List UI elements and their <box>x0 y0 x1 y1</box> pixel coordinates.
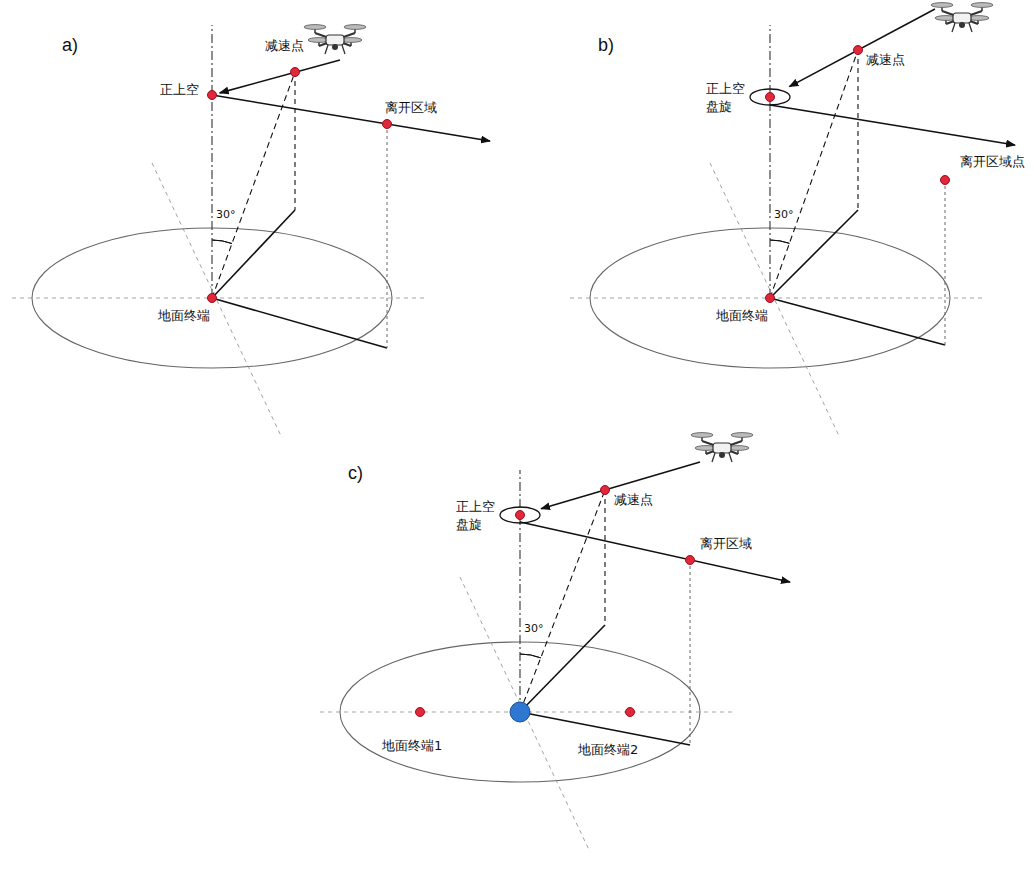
terminal-dot <box>510 702 530 722</box>
terminal-dot <box>208 294 217 303</box>
axis-line <box>710 163 840 438</box>
waypoint-dot <box>686 556 695 565</box>
sight-line <box>770 50 858 298</box>
angle-arc <box>520 654 541 658</box>
angle-label: 30° <box>216 208 236 222</box>
point-label: 正上空 盘旋 <box>456 498 496 533</box>
point-label: 离开区域 <box>385 100 437 117</box>
waypoint-dot <box>854 46 863 55</box>
drop-line <box>857 50 858 210</box>
angle-label: 30° <box>524 622 544 636</box>
ground-projection <box>520 625 605 712</box>
waypoint-dot <box>941 176 950 185</box>
vertical-axis <box>211 25 212 298</box>
hover-loop <box>500 507 540 523</box>
axis-line <box>570 298 985 299</box>
scenario-panel <box>570 3 1015 438</box>
drop-line <box>294 72 295 210</box>
point-label: 减速点 <box>265 38 304 55</box>
scenario-panel <box>12 25 490 438</box>
waypoint-dot <box>766 93 775 102</box>
ground-projection <box>770 210 858 298</box>
panel-tag: a) <box>62 34 78 57</box>
flight-path <box>212 95 490 141</box>
terminal-label: 地面终端2 <box>578 742 638 759</box>
drop-line <box>690 560 691 745</box>
point-label: 离开区域点 <box>960 154 1025 171</box>
flight-path <box>220 60 340 93</box>
panel-tag: b) <box>598 34 614 57</box>
waypoint-dot <box>291 68 300 77</box>
ground-projection <box>212 210 295 298</box>
drop-line <box>387 124 388 348</box>
drone-icon <box>691 433 753 462</box>
terminal-dot <box>766 294 775 303</box>
ground-projection <box>520 712 690 745</box>
angle-arc <box>770 240 789 243</box>
angle-label: 30° <box>774 208 794 222</box>
terminal-dot <box>416 708 425 717</box>
flight-path <box>520 522 790 582</box>
point-label: 离开区域 <box>700 536 752 553</box>
flight-path <box>789 9 935 87</box>
flight-path <box>770 105 1015 145</box>
angle-arc <box>212 240 232 244</box>
waypoint-dot <box>601 486 610 495</box>
drone-icon <box>931 3 993 32</box>
axis-line <box>460 577 590 852</box>
waypoint-dot <box>208 91 217 100</box>
drone-icon <box>304 25 366 54</box>
terminal-label: 地面终端1 <box>382 738 442 755</box>
axis-line <box>12 298 427 299</box>
waypoint-dot <box>383 120 392 129</box>
drop-line <box>604 490 605 625</box>
vertical-axis <box>519 470 520 712</box>
point-label: 正上空 <box>160 82 199 99</box>
terminal-dot <box>626 708 635 717</box>
terminal-label: 地面终端 <box>158 308 210 325</box>
hover-loop <box>750 89 790 105</box>
drop-line <box>945 180 946 345</box>
sight-line <box>520 490 605 712</box>
scenario-panel <box>320 433 790 852</box>
axis-line <box>152 163 282 438</box>
vertical-axis <box>769 25 770 298</box>
point-label: 减速点 <box>614 492 653 509</box>
waypoint-dot <box>516 511 525 520</box>
terminal-label: 地面终端 <box>716 308 768 325</box>
flight-path <box>541 462 700 509</box>
panel-tag: c) <box>348 462 363 485</box>
point-label: 减速点 <box>866 52 905 69</box>
ground-projection <box>770 298 945 345</box>
point-label: 正上空 盘旋 <box>706 80 746 115</box>
ground-projection <box>212 298 387 348</box>
